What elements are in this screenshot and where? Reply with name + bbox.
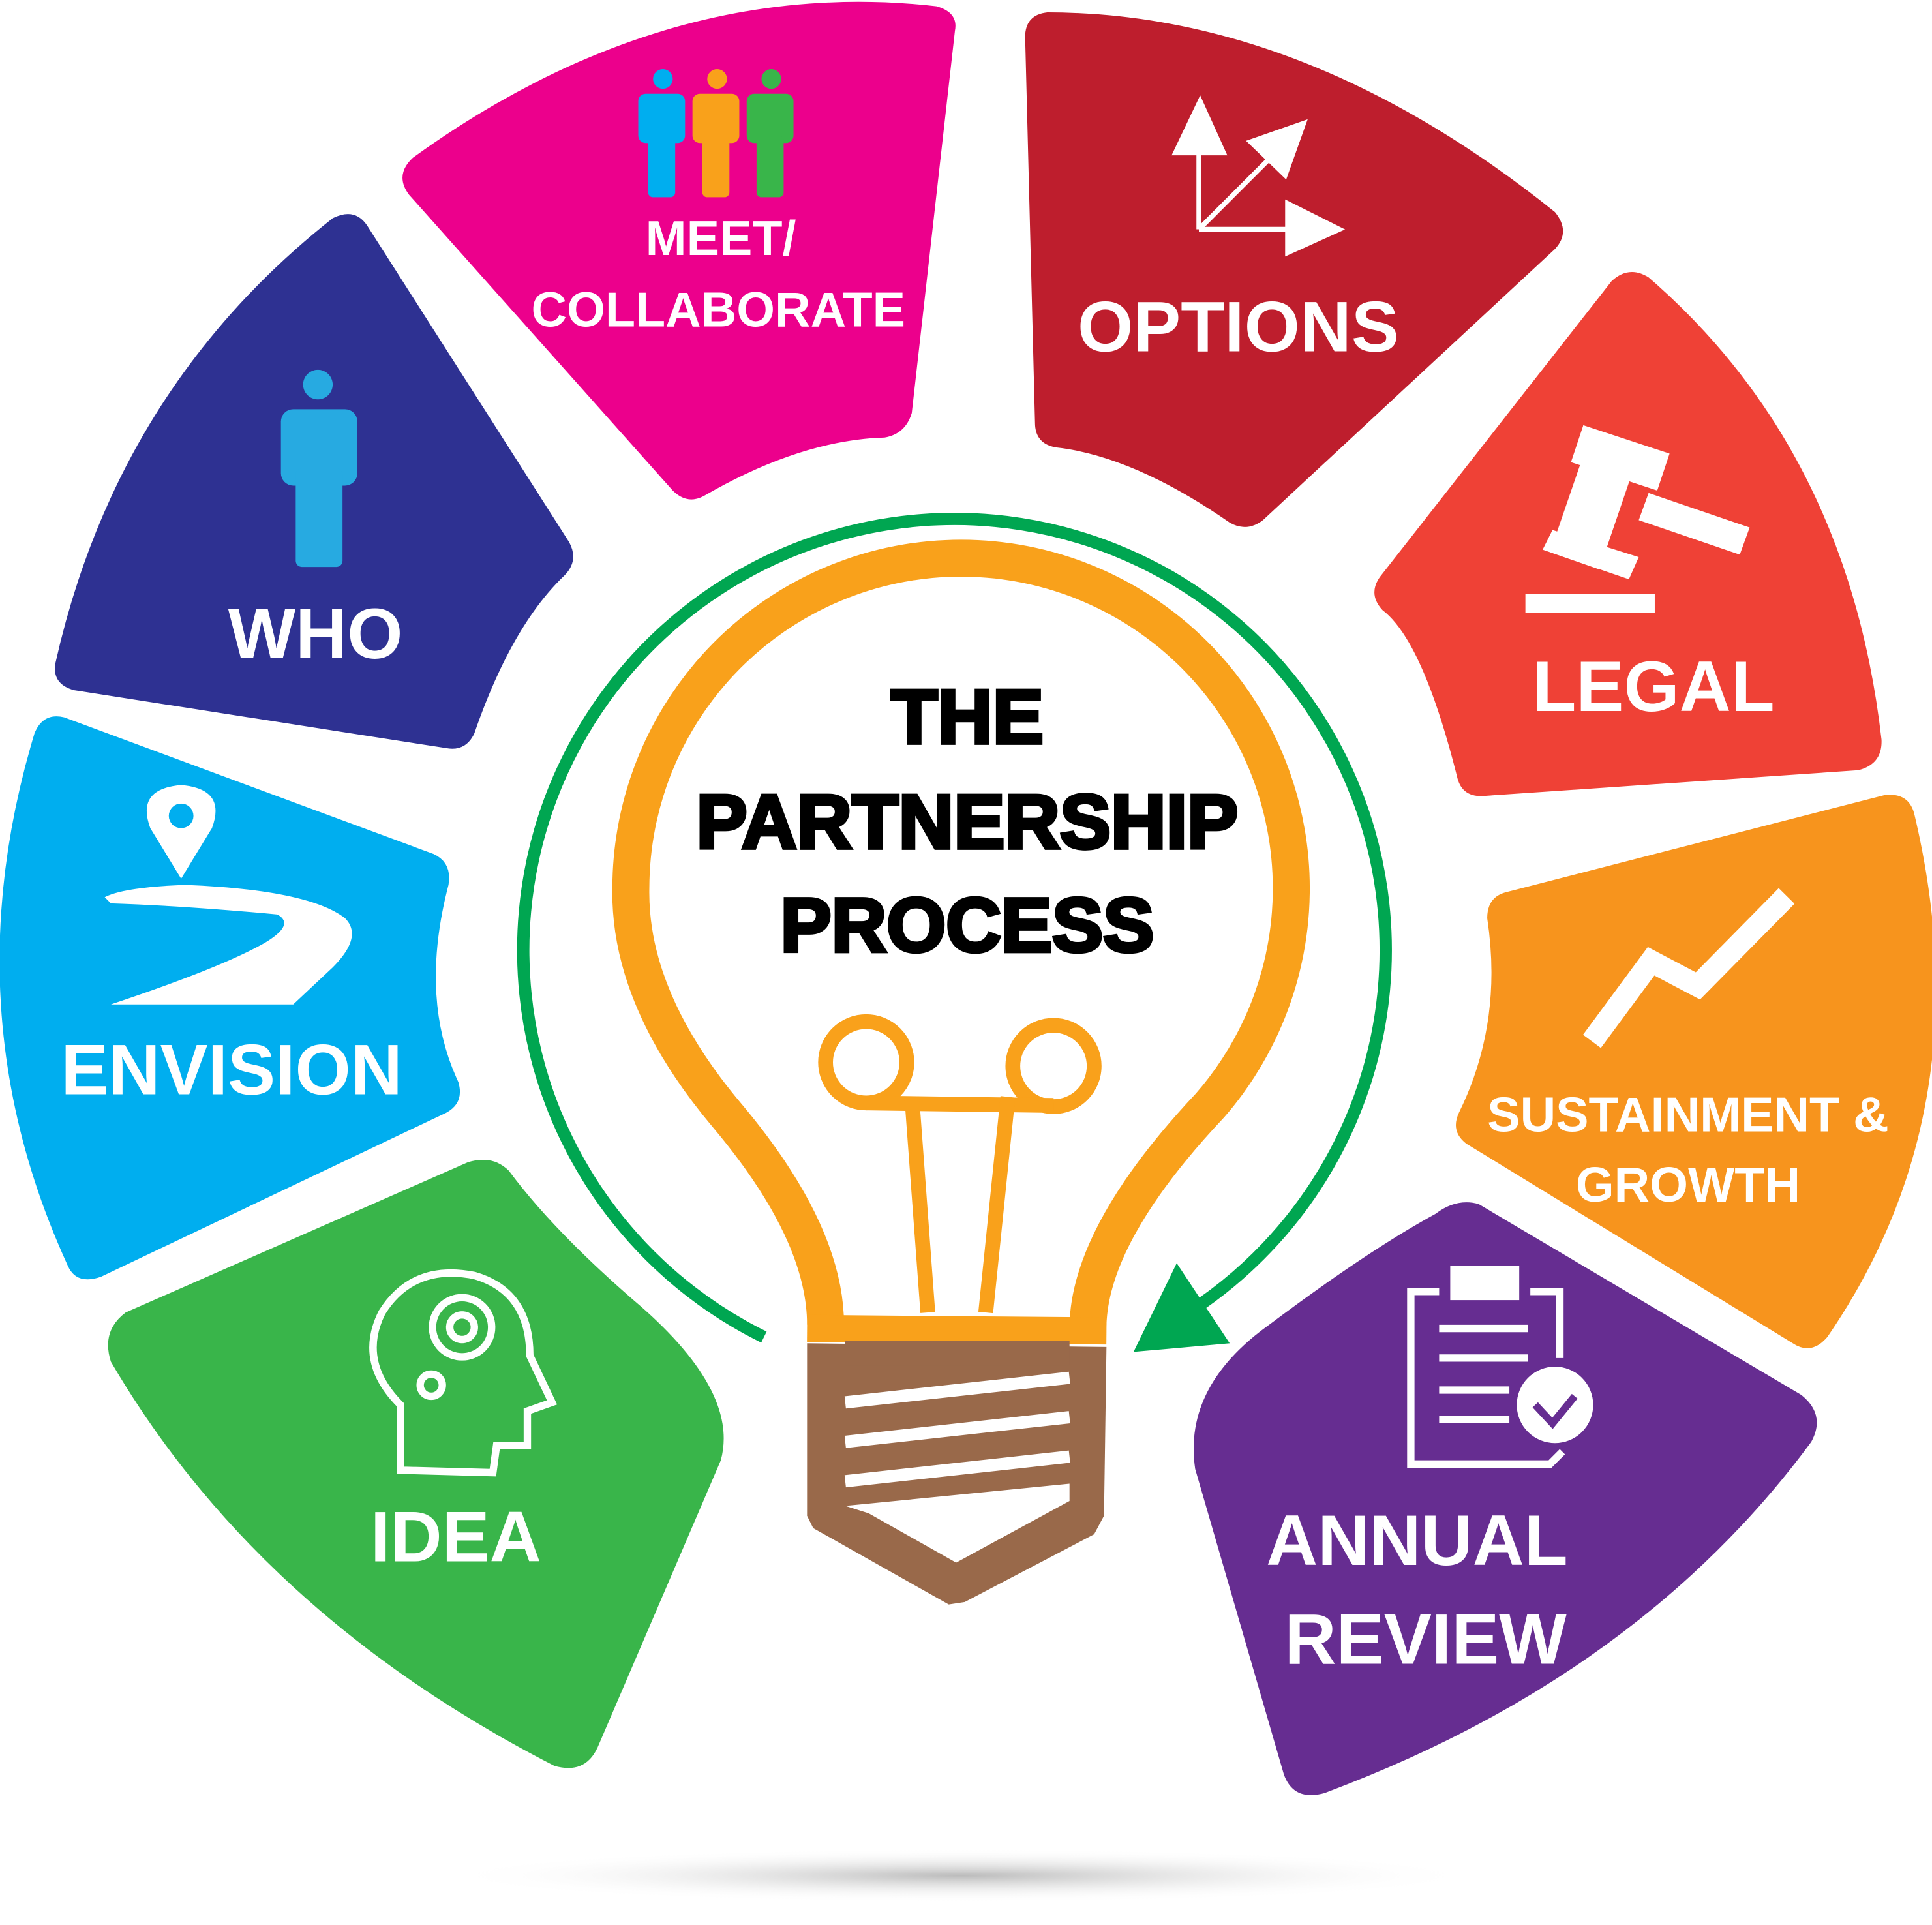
segment-who[interactable]: WHO bbox=[55, 214, 573, 749]
head-gears-icon bbox=[369, 1269, 558, 1477]
segment-label: COLLABORATE bbox=[532, 283, 906, 338]
title-line: THE bbox=[891, 674, 1044, 759]
segment-label: MEET/ bbox=[646, 211, 796, 266]
gavel-icon bbox=[1525, 425, 1750, 613]
segment-legal[interactable]: LEGAL bbox=[1374, 271, 1882, 796]
segment-sustainment-growth[interactable]: SUSTAINMENT & GROWTH bbox=[1456, 795, 1932, 1348]
arrowhead-icon bbox=[1133, 1263, 1230, 1352]
arrows-icon bbox=[1171, 95, 1346, 257]
title-line: PROCESS bbox=[781, 882, 1155, 967]
growth-chart-icon bbox=[1582, 888, 1795, 1048]
diagram-title: THE PARTNERSHIP PROCESS bbox=[695, 672, 1240, 969]
lightbulb-icon bbox=[612, 539, 1310, 1605]
segment-envision[interactable]: ENVISION bbox=[0, 716, 460, 1280]
segment-label: WHO bbox=[228, 594, 403, 674]
segment-label: LEGAL bbox=[1532, 647, 1774, 727]
cycle-arrow bbox=[517, 513, 1392, 1352]
segment-annual-review[interactable]: ANNUAL REVIEW bbox=[1193, 1202, 1817, 1795]
segment-options[interactable]: OPTIONS bbox=[1025, 12, 1563, 527]
segment-label: REVIEW bbox=[1285, 1599, 1567, 1679]
segment-label: SUSTAINMENT & bbox=[1487, 1087, 1889, 1142]
people-icon bbox=[638, 68, 794, 198]
segment-label: ANNUAL bbox=[1266, 1501, 1567, 1581]
map-pin-road-icon bbox=[104, 785, 352, 1005]
clipboard-check-icon bbox=[1407, 1266, 1593, 1468]
segment-label: IDEA bbox=[370, 1498, 541, 1577]
title-line: PARTNERSHIP bbox=[697, 779, 1239, 864]
segment-label: ENVISION bbox=[61, 1031, 402, 1110]
person-icon bbox=[280, 369, 357, 568]
segment-label: OPTIONS bbox=[1078, 288, 1399, 367]
segment-idea[interactable]: IDEA bbox=[108, 1159, 724, 1768]
segment-label: GROWTH bbox=[1576, 1158, 1800, 1213]
segment-meet-collaborate[interactable]: MEET/ COLLABORATE bbox=[402, 1, 956, 500]
shadow bbox=[444, 1848, 1479, 1903]
